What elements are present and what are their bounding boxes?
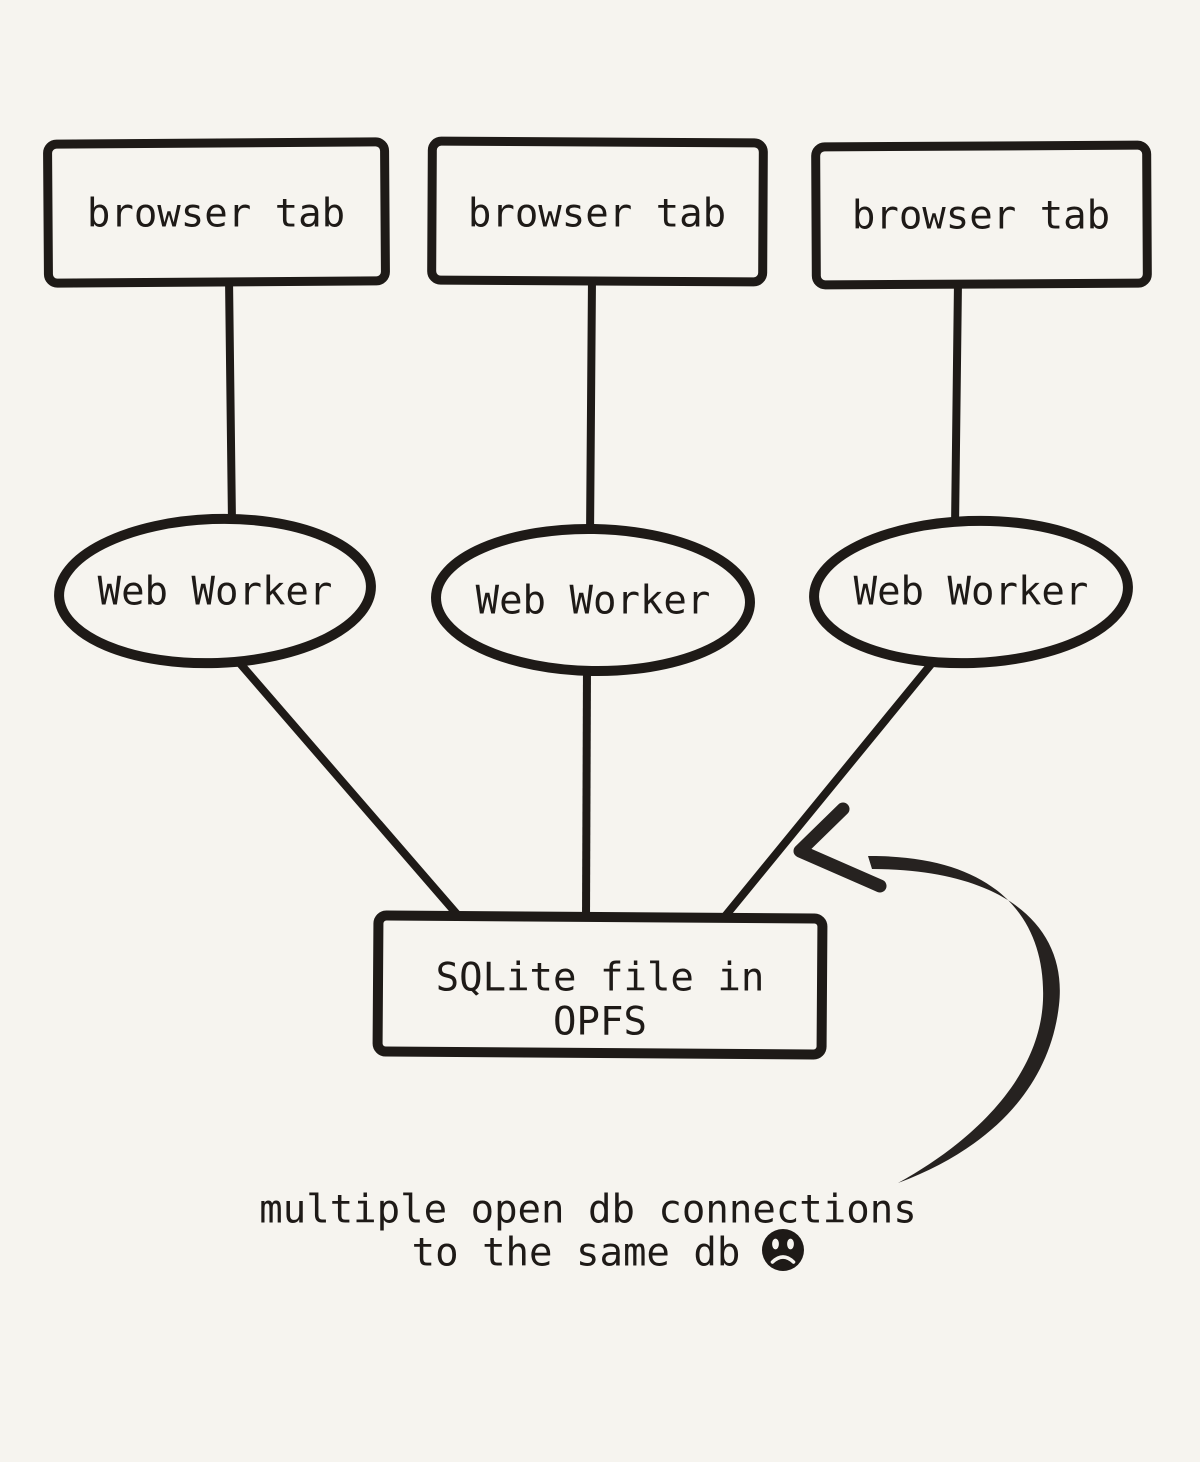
web-worker-ellipse-3 [809, 515, 1133, 669]
tab-worker-connector-2 [586, 274, 596, 542]
caption: multiple open db connections to the same… [259, 1188, 916, 1276]
frowning-face-right-eye [787, 1238, 794, 1250]
web-worker-node-3: Web Worker [809, 515, 1133, 669]
web-worker-label-2: Web Worker [476, 579, 711, 624]
sqlite-file-label-line2: OPFS [553, 1000, 647, 1045]
web-worker-label-1: Web Worker [98, 570, 333, 615]
browser-tab-label-2: browser tab [468, 192, 726, 237]
tab-worker-connectors [225, 274, 962, 542]
web-worker-node-2: Web Worker [431, 523, 755, 677]
web-worker-ellipse-2 [431, 523, 755, 677]
worker-sqlite-connector-1 [233, 656, 466, 924]
sqlite-file-box [372, 910, 828, 1060]
worker-sqlite-connectors [233, 653, 941, 924]
frowning-face-left-eye [772, 1238, 779, 1250]
sqlite-file-node: SQLite file in OPFS [372, 910, 828, 1060]
frowning-face-mouth [770, 1255, 796, 1264]
browser-tab-node-2: browser tab [427, 136, 768, 287]
web-worker-ellipse-1 [54, 513, 376, 669]
browser-tab-box-2 [427, 136, 768, 287]
browser-tab-node-1: browser tab [43, 137, 390, 288]
curved-arrow [793, 802, 1060, 1183]
curved-arrow-shaft [868, 855, 1060, 1183]
caption-line-2: to the same db [412, 1231, 741, 1276]
tab-worker-connector-1 [225, 274, 236, 528]
tab-worker-connector-3 [951, 277, 962, 532]
browser-tab-label-1: browser tab [87, 192, 345, 237]
web-worker-label-3: Web Worker [854, 570, 1089, 615]
curved-arrow-head [793, 802, 887, 893]
caption-line-1: multiple open db connections [259, 1188, 916, 1233]
browser-tab-box-1 [43, 137, 390, 288]
browser-tab-box-3 [811, 140, 1152, 290]
worker-sqlite-connector-3 [718, 653, 941, 924]
browser-tab-label-3: browser tab [852, 194, 1110, 239]
frowning-face-icon [762, 1229, 804, 1271]
worker-sqlite-connector-2 [582, 661, 591, 924]
frowning-face-head [762, 1229, 804, 1271]
web-worker-node-1: Web Worker [54, 513, 376, 669]
sqlite-file-label-line1: SQLite file in [436, 956, 765, 1001]
browser-tab-node-3: browser tab [811, 140, 1152, 290]
